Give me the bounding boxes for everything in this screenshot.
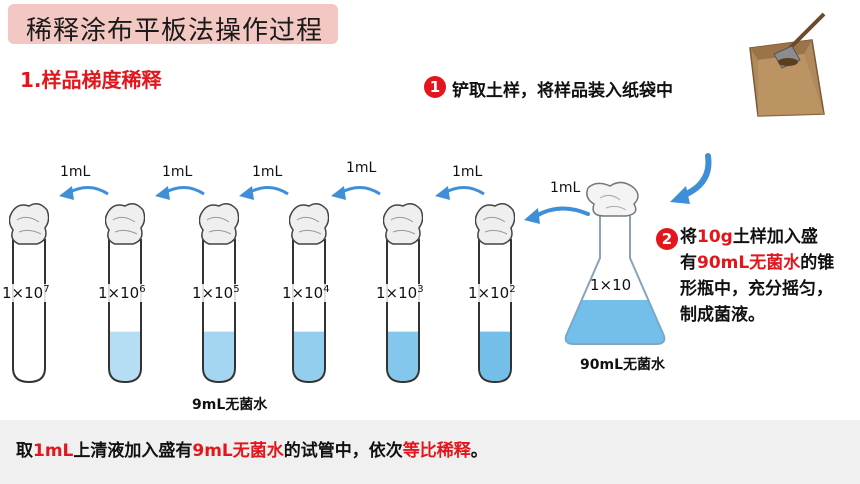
soil-bag-icon: [749, 12, 826, 117]
test-tube-1-icon: [9, 203, 49, 384]
test-tube-4-icon: [289, 203, 329, 384]
transfer-arrow-icon: [239, 186, 289, 200]
tube-dilution-label: 1×105: [192, 284, 240, 302]
step2-text: 将10g土样加入盛 有90mL无菌水的锥 形瓶中，充分摇匀， 制成菌液。: [680, 227, 835, 325]
transfer-volume-label: 1mL: [252, 164, 283, 180]
arrow-flask-to-tube-icon: [524, 206, 590, 224]
test-tube-3-icon: [199, 203, 239, 384]
instruction-text: 取1mL上清液加入盛有9mL无菌水的试管中，依次等比稀释。: [16, 441, 488, 461]
cotton-plug: [9, 203, 49, 245]
title-banner: 稀释涂布平板法操作过程: [8, 4, 338, 46]
cotton-plug: [383, 203, 423, 245]
tube-water-label: 9mL无菌水: [192, 397, 268, 413]
tube-dilution-label: 1×103: [376, 284, 424, 302]
transfer-arrow-icon: [59, 186, 109, 200]
tube-liquid: [388, 331, 418, 381]
step2-number: 2: [656, 228, 678, 250]
transfer-volume-label: 1mL: [452, 164, 483, 180]
tube-dilution-label: 1×104: [282, 284, 330, 302]
tube-dilution-label: 1×102: [468, 284, 516, 302]
arrow-bag-to-flask-icon: [670, 153, 712, 204]
cotton-plug: [289, 203, 329, 245]
flask-dilution: 1×10: [590, 276, 632, 294]
tube-dilution-label: 1×106: [98, 284, 146, 302]
tube-liquid: [480, 331, 510, 381]
test-tube-5-icon: [383, 203, 423, 384]
step1-number: 1: [424, 76, 446, 98]
transfer-volume-label: 1mL: [346, 160, 377, 176]
transfer-arrow-icon: [155, 186, 205, 200]
tube-liquid: [110, 331, 140, 381]
section-subtitle: 1.样品梯度稀释: [20, 68, 162, 92]
conical-flask-icon: [564, 181, 666, 345]
cotton-plug: [199, 203, 239, 245]
test-tube-2-icon: [105, 203, 145, 384]
tube-dilution-label: 1×107: [2, 284, 50, 302]
cotton-plug: [475, 203, 515, 245]
test-tube-6-icon: [475, 203, 515, 384]
instruction-band: [0, 420, 860, 484]
transfer-arrow-icon: [435, 186, 485, 200]
cotton-plug: [105, 203, 145, 245]
transfer-volume-label: 1mL: [162, 164, 193, 180]
page-title: 稀释涂布平板法操作过程: [26, 16, 324, 46]
tube-liquid: [294, 331, 324, 381]
flask-transfer-label: 1mL: [550, 180, 581, 196]
transfer-arrow-icon: [331, 186, 381, 200]
flask-water-label: 90mL无菌水: [580, 357, 665, 373]
tube-liquid: [204, 331, 234, 381]
transfer-volume-label: 1mL: [60, 164, 91, 180]
step1-text: 铲取土样，将样品装入纸袋中: [452, 81, 673, 101]
